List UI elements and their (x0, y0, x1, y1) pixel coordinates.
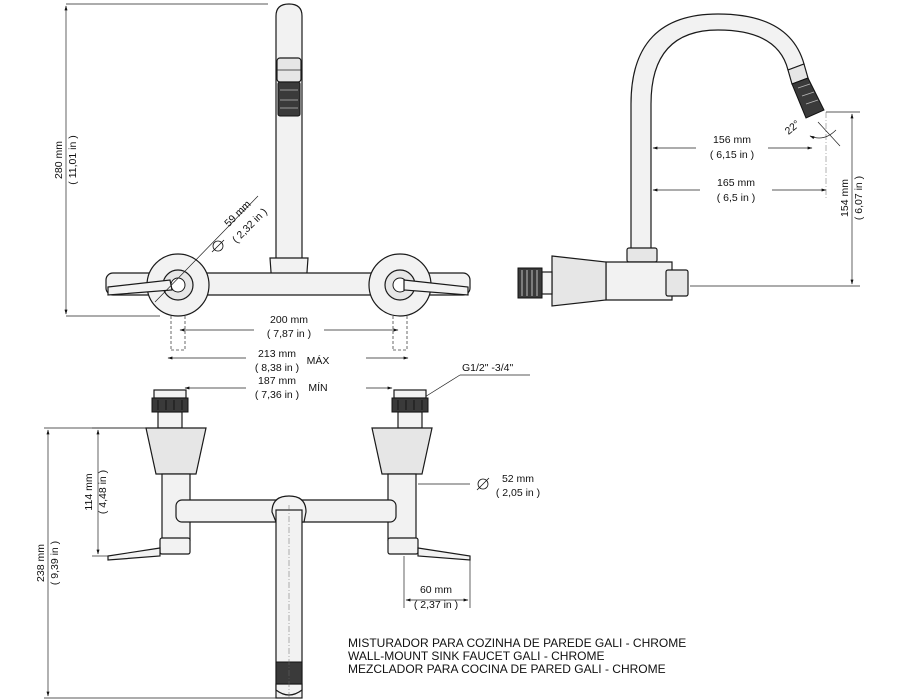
dim-238-mm: 238 mm (35, 544, 47, 582)
dim-187-mm: 187 mm (258, 375, 296, 387)
angle-label: 22° (783, 118, 803, 137)
dim-200-in: ( 7,87 in ) (267, 328, 311, 340)
dim-165: 165 mm ( 6,5 in ) (652, 174, 827, 206)
dim-154-in: ( 6,07 in ) (853, 176, 865, 220)
dim-angle: 22° (783, 112, 841, 200)
dim-114-mm: 114 mm (83, 473, 95, 510)
dim-187-tag: MÍN (308, 381, 327, 394)
thread-label: G1/2" -3/4" (462, 362, 514, 374)
title-en: WALL-MOUNT SINK FAUCET GALI - CHROME (348, 649, 604, 663)
side-view (517, 13, 825, 307)
dim-60: 60 mm ( 2,37 in ) (403, 556, 471, 611)
dim-156-in: ( 6,15 in ) (710, 149, 754, 161)
title-es: MEZCLADOR PARA COCINA DE PARED GALI - CH… (348, 662, 666, 676)
dim-213-mm: 213 mm (258, 348, 296, 360)
dim-200-mm: 200 mm (270, 314, 308, 326)
dim-60-mm: 60 mm (420, 584, 452, 596)
dim-187: 187 mm MÍN ( 7,36 in ) (184, 373, 393, 401)
dim-114: 114 mm ( 4,48 in ) (83, 427, 146, 557)
dim-59: 59 mm ( 2,32 in ) (222, 198, 270, 246)
front-view (107, 389, 471, 700)
dim-213: 213 mm MÁX ( 8,38 in ) (167, 345, 409, 374)
dim-154: 154 mm ( 6,07 in ) (690, 111, 865, 287)
dim-280-mm: 280 mm (53, 141, 65, 179)
thread-callout: G1/2" -3/4" (419, 362, 530, 401)
dim-165-mm: 165 mm (717, 177, 755, 189)
dim-114-in: ( 4,48 in ) (97, 470, 109, 514)
dim-200: 200 mm ( 7,87 in ) (179, 311, 399, 341)
top-view (105, 3, 471, 351)
dim-213-in: ( 8,38 in ) (255, 362, 299, 374)
dim-165-in: ( 6,5 in ) (717, 192, 756, 204)
title-block: MISTURADOR PARA COZINHA DE PAREDE GALI -… (348, 636, 686, 676)
dim-156-mm: 156 mm (713, 134, 751, 146)
dim-213-tag: MÁX (307, 354, 330, 367)
dim-238: 238 mm ( 9,39 in ) (35, 427, 276, 699)
dim-156: 156 mm ( 6,15 in ) (652, 130, 813, 162)
dim-238-in: ( 9,39 in ) (49, 541, 61, 585)
title-pt: MISTURADOR PARA COZINHA DE PAREDE GALI -… (348, 636, 686, 650)
dim-52-mm: 52 mm (502, 473, 534, 485)
dim-154-mm: 154 mm (839, 179, 851, 217)
dim-187-in: ( 7,36 in ) (255, 389, 299, 401)
dim-60-in: ( 2,37 in ) (414, 599, 458, 611)
dim-52-in: ( 2,05 in ) (496, 487, 540, 499)
dim-52: 52 mm ( 2,05 in ) (418, 473, 540, 499)
dim-280: 280 mm ( 11,01 in ) (53, 3, 268, 317)
dim-280-in: ( 11,01 in ) (67, 135, 79, 184)
